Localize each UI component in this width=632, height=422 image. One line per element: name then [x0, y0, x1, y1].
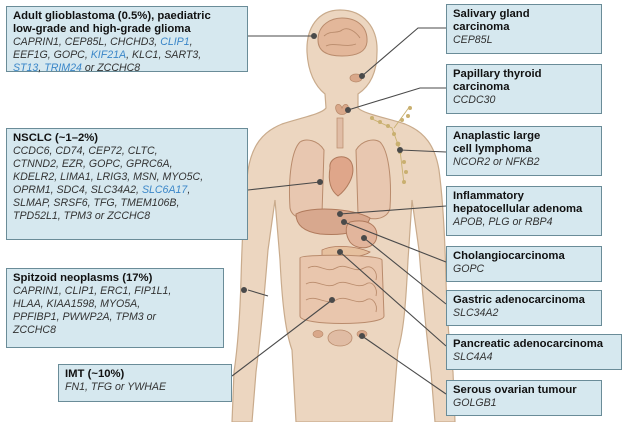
- callout-title: Papillary thyroid: [453, 68, 542, 80]
- callout-pancreatic: Pancreatic adenocarcinoma SLC4A4: [446, 334, 622, 370]
- right-lung: [355, 139, 391, 220]
- callout-title: Spitzoid neoplasms (17%): [13, 272, 153, 284]
- callout-title: Gastric adenocarcinoma: [453, 294, 585, 306]
- callout-title: Salivary gland: [453, 8, 530, 20]
- gene-list: CCDC30: [453, 94, 596, 107]
- callout-lymphoma: Anaplastic large cell lymphoma NCOR2 or …: [446, 126, 602, 176]
- callout-title: carcinoma: [453, 21, 510, 33]
- highlighted-gene: KIF21A: [90, 49, 127, 61]
- callout-salivary: Salivary gland carcinoma CEP85L: [446, 4, 602, 54]
- stomach: [345, 220, 378, 249]
- gene-list: CAPRIN1, CLIP1, ERC1, FIP1L1,HLAA, KIAA1…: [13, 285, 218, 337]
- gene-text: FN1, TFG or YWHAE: [65, 381, 167, 393]
- gene-list: SLC34A2: [453, 307, 596, 320]
- gene-list: CAPRIN1, CEP85L, CHCHD3, CLIP1,EEF1G, GO…: [13, 36, 242, 75]
- callout-title: Cholangiocarcinoma: [453, 250, 565, 262]
- gene-list: SLC4A4: [453, 351, 616, 364]
- callout-spitzoid: Spitzoid neoplasms (17%) CAPRIN1, CLIP1,…: [6, 268, 224, 348]
- gene-text: ,: [38, 62, 45, 74]
- gene-text: APOB, PLG or RBP4: [453, 216, 553, 228]
- callout-title: Inflammatory: [453, 190, 524, 202]
- gene-text: CAPRIN1, CLIP1, ERC1, FIP1L1,: [13, 285, 172, 297]
- callout-nsclc: NSCLC (~1–2%) CCDC6, CD74, CEP72, CLTC,C…: [6, 128, 248, 240]
- gene-text: or ZCCHC8: [81, 62, 141, 74]
- gene-text: OPRM1, SDC4, SLC34A2,: [13, 184, 142, 196]
- callout-hepato: Inflammatory hepatocellular adenoma APOB…: [446, 186, 602, 236]
- callout-title: Serous ovarian tumour: [453, 384, 577, 396]
- callout-imt: IMT (~10%) FN1, TFG or YWHAE: [58, 364, 232, 402]
- gene-text: KDELR2, LIMA1, LRIG3, MSN, MYO5C,: [13, 171, 204, 183]
- gene-text: ,: [187, 184, 191, 196]
- callout-ovarian: Serous ovarian tumour GOLGB1: [446, 380, 602, 416]
- callout-title: Anaplastic large: [453, 130, 541, 142]
- callout-thyroid: Papillary thyroid carcinoma CCDC30: [446, 64, 602, 114]
- callout-title: Pancreatic adenocarcinoma: [453, 338, 604, 350]
- highlighted-gene: ST13: [13, 62, 39, 74]
- gene-list: APOB, PLG or RBP4: [453, 216, 596, 229]
- callout-title: Adult glioblastoma (0.5%), paediatric: [13, 10, 211, 22]
- gene-list: GOPC: [453, 263, 596, 276]
- gene-text: NCOR2 or NFKB2: [453, 156, 540, 168]
- heart: [328, 156, 354, 197]
- gene-list: GOLGB1: [453, 397, 596, 410]
- callout-title: NSCLC (~1–2%): [13, 132, 99, 144]
- highlighted-gene: CLIP1: [160, 36, 190, 48]
- callout-gastric: Gastric adenocarcinoma SLC34A2: [446, 290, 602, 326]
- callout-glioma: Adult glioblastoma (0.5%), paediatric lo…: [6, 6, 248, 75]
- gene-text: GOPC: [453, 263, 485, 275]
- thyroid: [335, 104, 349, 115]
- callout-title: cell lymphoma: [453, 143, 532, 155]
- ovary-left: [312, 330, 324, 338]
- callout-title: IMT (~10%): [65, 368, 125, 380]
- gene-text: SLC4A4: [453, 351, 493, 363]
- gene-text: ZCCHC8: [13, 324, 56, 336]
- intestines: [299, 254, 385, 324]
- gene-text: CTNND2, EZR, GOPC, GPRC6A,: [13, 158, 173, 170]
- gene-text: ,: [189, 36, 193, 48]
- gene-text: CCDC6, CD74, CEP72, CLTC,: [13, 145, 158, 157]
- brain: [317, 17, 368, 57]
- gene-text: CCDC30: [453, 94, 496, 106]
- callout-title: carcinoma: [453, 81, 510, 93]
- callout-title: hepatocellular adenoma: [453, 203, 583, 215]
- gene-list: FN1, TFG or YWHAE: [65, 381, 226, 394]
- callout-title: low-grade and high-grade glioma: [13, 23, 191, 35]
- gene-text: , KLC1, SART3,: [126, 49, 202, 61]
- leader-lines: [231, 27, 447, 395]
- gene-text: TPD52L1, TPM3 or ZCCHC8: [13, 210, 151, 222]
- bladder: [327, 329, 353, 347]
- gene-list: CEP85L: [453, 34, 596, 47]
- highlighted-gene: TRIM24: [44, 62, 82, 74]
- gene-text: PPFIBP1, PWWP2A, TPM3 or: [13, 311, 157, 323]
- gene-text: HLAA, KIAA1598, MYO5A,: [13, 298, 141, 310]
- highlighted-gene: SLC6A17: [141, 184, 188, 196]
- gene-text: SLC34A2: [453, 307, 499, 319]
- gene-list: CCDC6, CD74, CEP72, CLTC,CTNND2, EZR, GO…: [13, 145, 242, 223]
- gene-text: SLMAP, SRSF6, TFG, TMEM106B,: [13, 197, 180, 209]
- gene-text: CEP85L: [453, 34, 493, 46]
- gene-text: CAPRIN1, CEP85L, CHCHD3,: [13, 36, 161, 48]
- callout-cholangio: Cholangiocarcinoma GOPC: [446, 246, 602, 282]
- gene-list: NCOR2 or NFKB2: [453, 156, 596, 169]
- gene-text: EEF1G, GOPC,: [13, 49, 91, 61]
- gene-text: GOLGB1: [453, 397, 497, 409]
